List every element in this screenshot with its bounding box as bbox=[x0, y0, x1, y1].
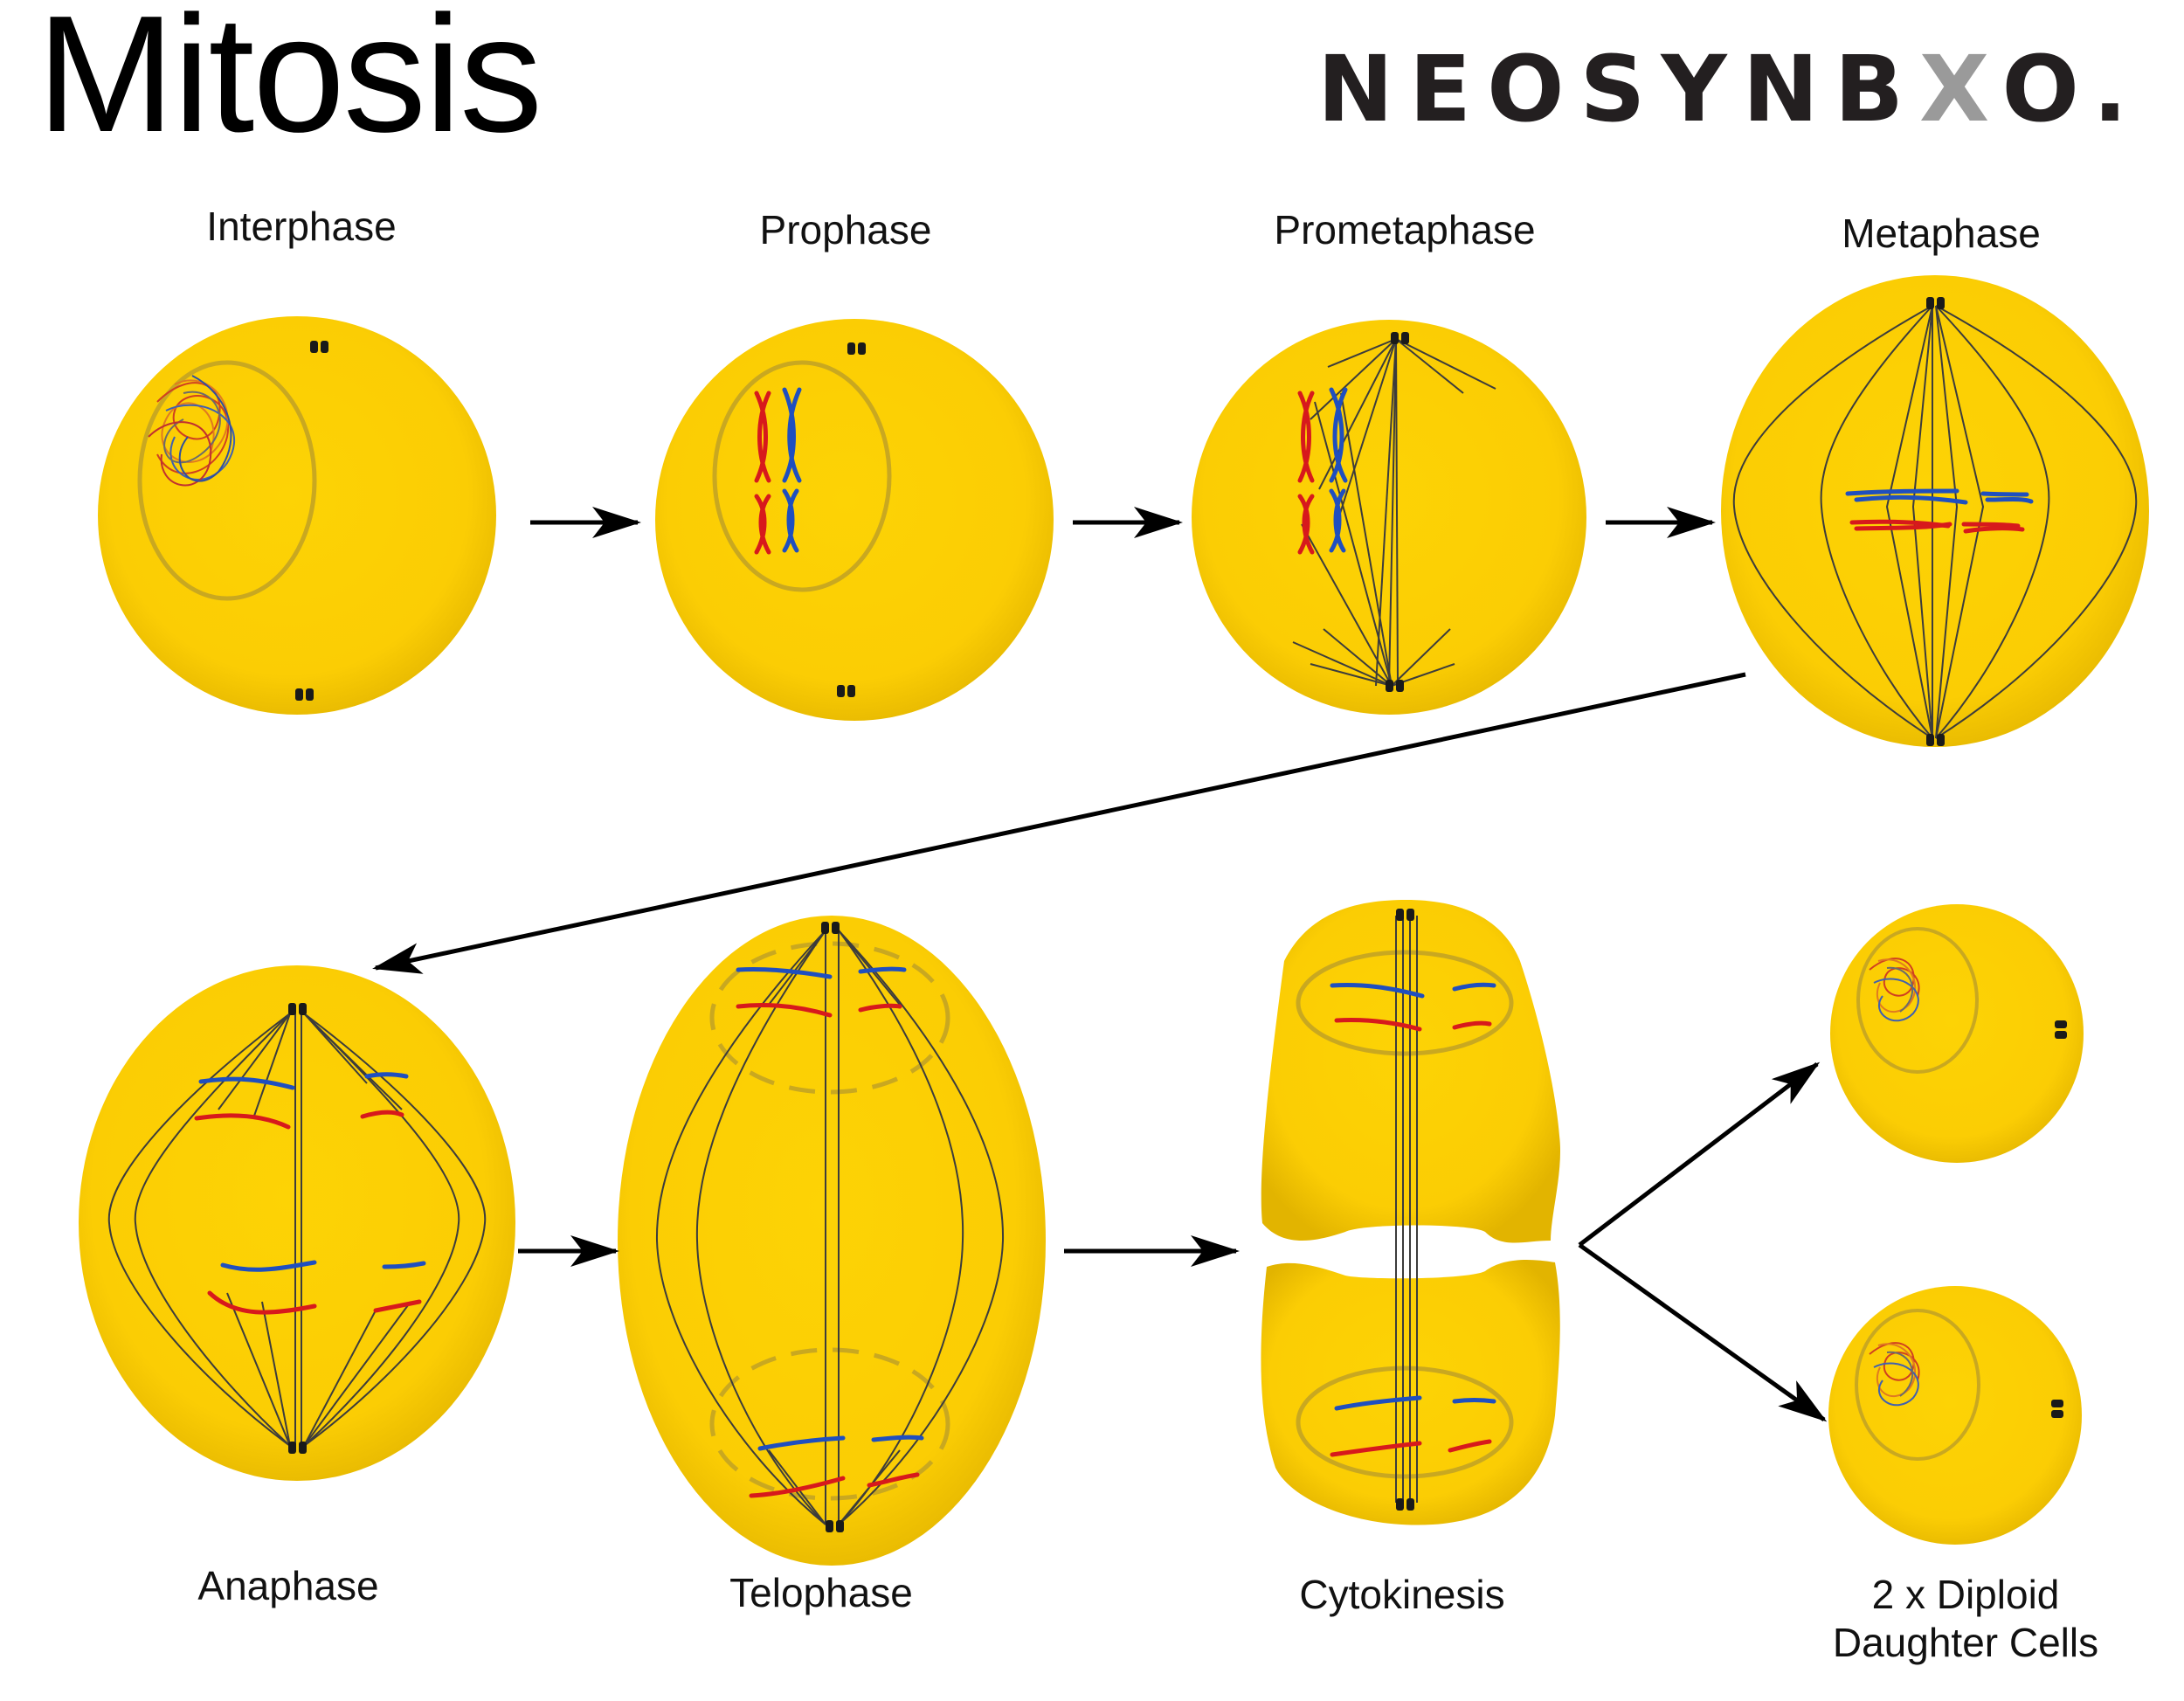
label-metaphase: Metaphase bbox=[1842, 211, 2041, 256]
arrow-cytokinesis-to-daughter-bottom bbox=[1578, 1242, 1828, 1422]
nucleus bbox=[137, 360, 317, 601]
daughter-cell-bottom bbox=[1828, 1286, 2082, 1545]
dna-helix-icon: X bbox=[1919, 36, 2002, 142]
forming-nucleus-top bbox=[709, 941, 950, 1095]
nucleus bbox=[1855, 1309, 1980, 1461]
brand-logo: NEOSYNBXO. bbox=[1317, 44, 2143, 135]
centrosome bbox=[837, 342, 866, 697]
logo-text-end: O. bbox=[2001, 36, 2144, 142]
chromosomes bbox=[736, 966, 924, 1498]
centrosome bbox=[2051, 1400, 2063, 1418]
label-telophase: Telophase bbox=[729, 1570, 913, 1615]
centrosome bbox=[2055, 1020, 2067, 1039]
page-title: Mitosis bbox=[37, 0, 543, 167]
label-daughter-line2: Daughter Cells bbox=[1832, 1620, 2099, 1666]
nucleus bbox=[1856, 927, 1979, 1074]
centrosome bbox=[821, 922, 844, 1532]
cell-cytokinesis bbox=[1261, 900, 1561, 1525]
spindle-fibers bbox=[1292, 338, 1496, 687]
cell-anaphase bbox=[79, 965, 515, 1481]
chromosomes bbox=[754, 387, 802, 555]
cell-prophase bbox=[655, 319, 1054, 721]
spindle-fibers bbox=[107, 1013, 487, 1447]
cell-telophase bbox=[618, 916, 1046, 1566]
centrosome bbox=[288, 1003, 307, 1454]
label-cytokinesis: Cytokinesis bbox=[1299, 1572, 1505, 1617]
cell-metaphase bbox=[1721, 275, 2149, 747]
arrow-cytokinesis-to-daughter-top bbox=[1578, 1061, 1821, 1247]
spindle-fibers bbox=[655, 930, 1005, 1525]
spindle-fibers bbox=[1395, 916, 1418, 1503]
arrows bbox=[372, 507, 1828, 1422]
centrosome bbox=[1386, 332, 1409, 692]
label-daughter-line1: 2 x Diploid bbox=[1871, 1572, 2060, 1617]
chromatin bbox=[1869, 958, 1920, 1022]
chromosomes bbox=[194, 1072, 426, 1315]
chromatin bbox=[1869, 1342, 1920, 1407]
label-prometaphase: Prometaphase bbox=[1274, 207, 1536, 252]
centrosome bbox=[295, 341, 328, 701]
label-anaphase: Anaphase bbox=[197, 1563, 379, 1608]
forming-nucleus-bottom bbox=[709, 1347, 950, 1501]
chromosomes bbox=[1297, 387, 1348, 555]
cell-prometaphase bbox=[1192, 320, 1586, 715]
cell-interphase bbox=[98, 316, 496, 715]
nucleus-bottom bbox=[1296, 1366, 1514, 1479]
nucleus-top bbox=[1296, 950, 1514, 1056]
daughter-cell-top bbox=[1830, 904, 2084, 1163]
nucleus bbox=[712, 360, 892, 592]
chromosomes bbox=[1330, 982, 1496, 1457]
centrosome bbox=[1926, 297, 1945, 746]
label-prophase: Prophase bbox=[759, 207, 932, 252]
chromosomes bbox=[1845, 488, 2034, 534]
centrosome bbox=[1396, 909, 1414, 1511]
arrow-metaphase-to-anaphase bbox=[372, 672, 1746, 974]
label-interphase: Interphase bbox=[206, 204, 397, 249]
logo-text-start: NEOSYNB bbox=[1317, 36, 1920, 142]
chromatin bbox=[148, 375, 235, 487]
